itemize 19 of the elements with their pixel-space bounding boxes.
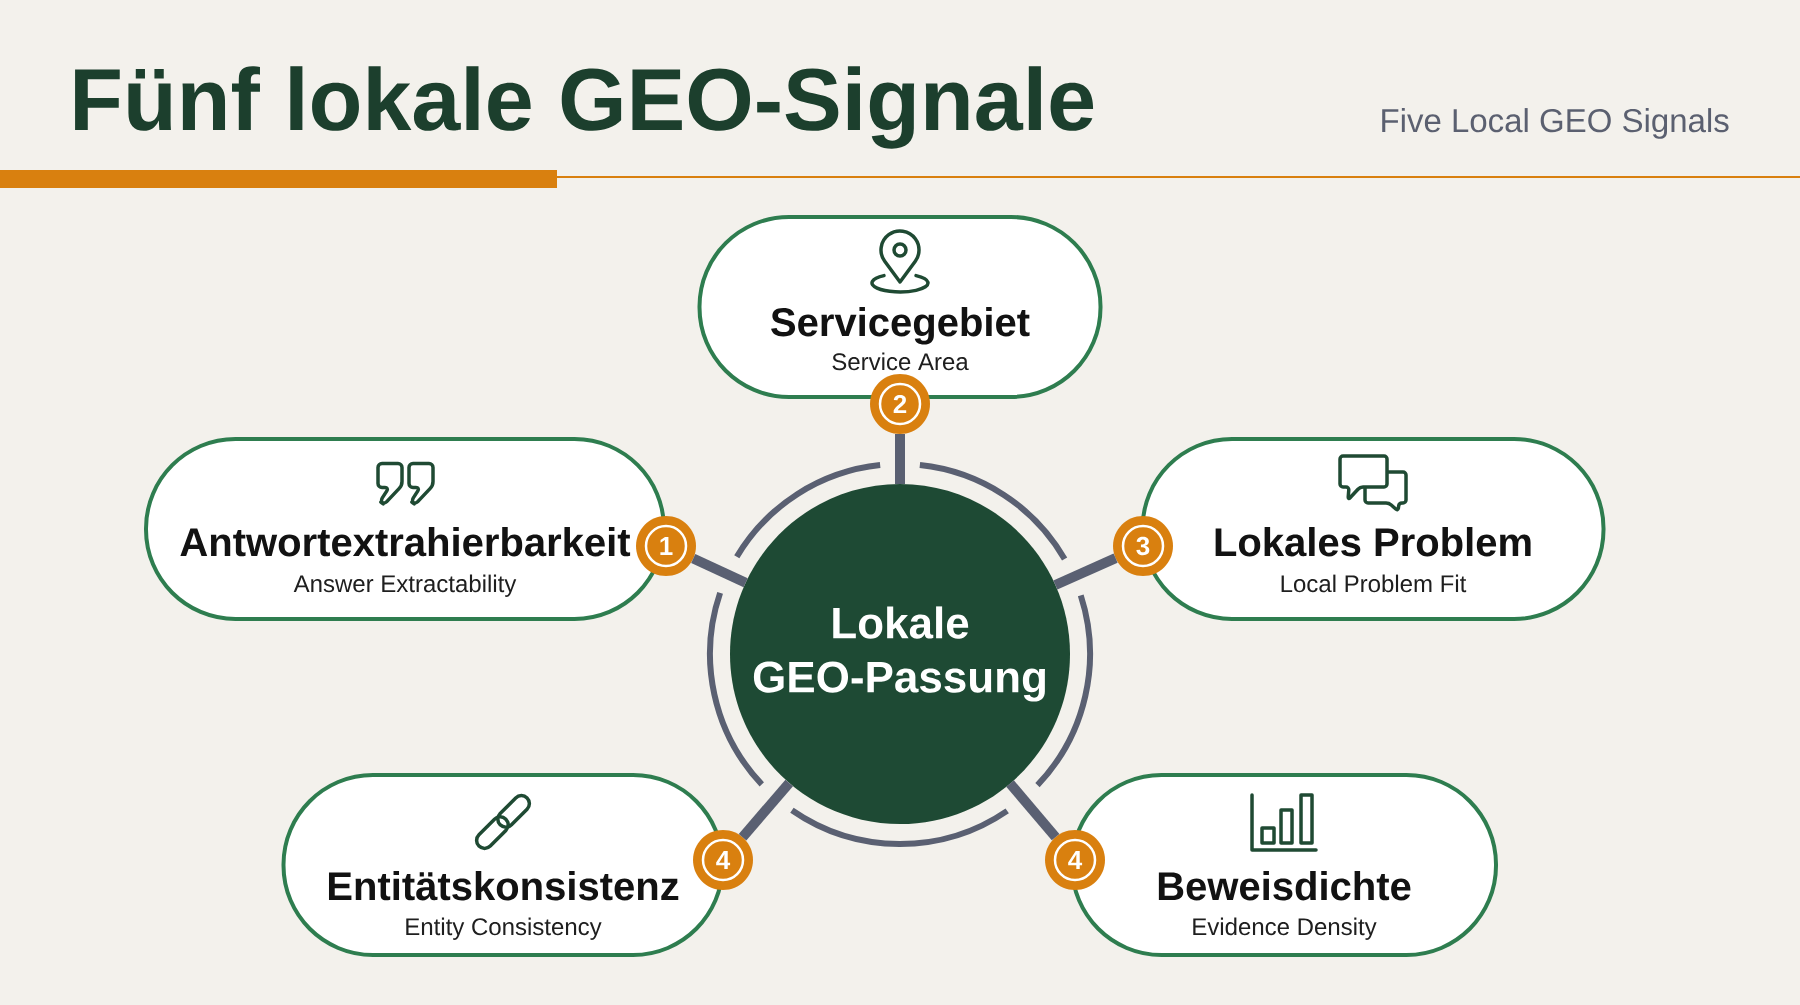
node-title: Servicegebiet: [771, 307, 1030, 345]
title: Fünf lokale GEO-Signale: [75, 66, 1094, 149]
node-title: Beweisdichte: [1158, 871, 1411, 901]
node-title: Antwortextrahierbarkeit: [180, 527, 631, 557]
node-title: Entitätskonsistenz: [329, 871, 679, 901]
connector-line: [895, 434, 905, 484]
number-badge: 3: [1113, 516, 1173, 576]
subtitle: Five Local GEO Signals: [1382, 108, 1729, 139]
number-badge: 2: [870, 374, 930, 434]
node-title: Lokales Problem: [1215, 527, 1531, 557]
number-badge: 4: [693, 830, 753, 890]
connector-line: [1006, 780, 1060, 841]
node-subtitle: Evidence Density: [1193, 917, 1377, 940]
node-subtitle: Local Problem Fit: [1281, 574, 1467, 593]
number-badge: 4: [1045, 830, 1105, 890]
number-badge: 1: [636, 516, 696, 576]
node-subtitle: Answer Extractability: [293, 574, 517, 597]
node-subtitle: Entity Consistency: [406, 917, 602, 940]
node-subtitle: Service Area: [832, 352, 969, 371]
